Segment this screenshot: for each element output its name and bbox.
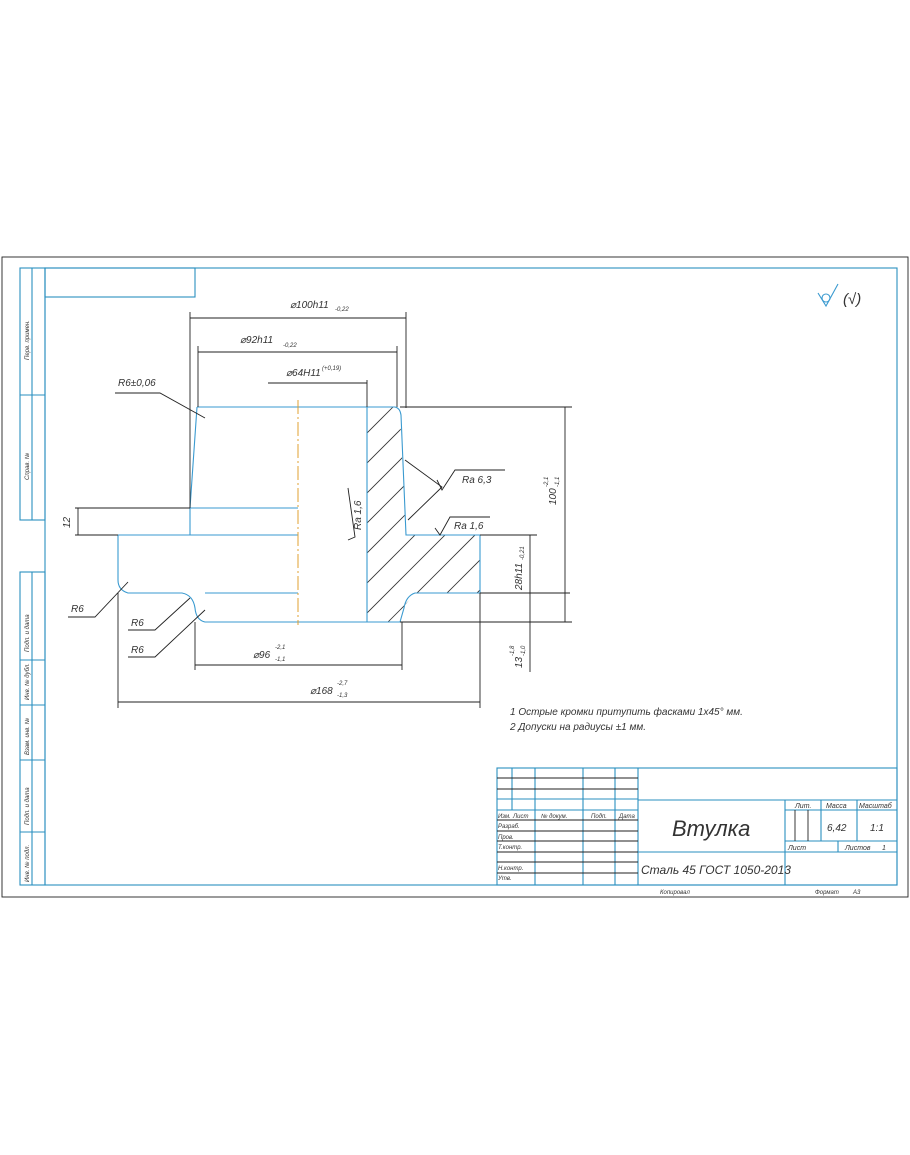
svg-text:-1,0: -1,0	[521, 645, 527, 656]
side-label-vzam-inv: Взам. инв. №	[24, 717, 31, 755]
dim-r6-c: R6	[131, 645, 144, 656]
sheet-border	[1, 256, 909, 898]
side-label-inv-dubl: Инв. № дубл.	[24, 663, 31, 700]
dim-d168: ⌀168 -2,7 -1,3	[310, 681, 348, 699]
svg-text:-1,8: -1,8	[510, 645, 516, 656]
dim-r6-a: R6	[71, 604, 84, 615]
dimension-lines	[68, 312, 572, 708]
part-title: Втулка	[672, 816, 750, 841]
roughness-ra16-bore: Ra 1,6	[353, 500, 364, 530]
tb-lit-label: Лит.	[794, 803, 811, 810]
side-label-inv-podl: Инв. № подл.	[24, 845, 31, 882]
dim-r6-b: R6	[131, 618, 144, 629]
svg-text:-2,7: -2,7	[337, 681, 348, 687]
side-column: Перв. примен. Справ. № Подп. и дата Инв.…	[19, 267, 46, 886]
roughness-general-symbol: (√)	[817, 283, 861, 308]
dim-d64: ⌀64H11	[286, 368, 321, 379]
tb-scale-value: 1:1	[870, 823, 884, 834]
tb-razrab: Разраб.	[498, 824, 520, 830]
tb-mass-value: 6,42	[827, 823, 847, 834]
tb-sheet-label: Лист	[787, 845, 806, 852]
svg-text:-1,3: -1,3	[337, 693, 348, 699]
dim-h13: 13 -1,8 -1,0	[510, 645, 527, 668]
roughness-ra63: Ra 6,3	[462, 475, 492, 486]
side-label-sprav: Справ. №	[24, 452, 31, 480]
svg-text:-1,1: -1,1	[275, 657, 285, 663]
copied-label: Копировал	[660, 890, 690, 896]
part-section	[117, 400, 481, 625]
tb-mass-label: Масса	[826, 803, 847, 810]
roughness-ra16-flange: Ra 1,6	[454, 521, 484, 532]
title-block	[496, 767, 898, 886]
dim-d100: ⌀100h11	[290, 300, 329, 311]
tb-izm: Изм.	[498, 814, 511, 820]
svg-text:-2,1: -2,1	[275, 645, 285, 651]
svg-text:28h11: 28h11	[514, 563, 525, 591]
tb-sign: Подп.	[591, 814, 607, 820]
dim-h12: 12	[62, 516, 73, 528]
top-left-box	[44, 267, 196, 298]
svg-text:⌀96: ⌀96	[253, 650, 271, 661]
format-value: A3	[852, 890, 861, 896]
dim-r6-tol: R6±0,06	[118, 378, 156, 389]
side-label-perv-primen: Перв. примен.	[25, 320, 31, 360]
dim-h100: 100 -2,1 -1,1	[544, 477, 561, 505]
side-label-podp-data-2: Подп. и дата	[25, 787, 31, 825]
part-material: Сталь 45 ГОСТ 1050-2013	[641, 863, 791, 877]
dim-d96: ⌀96 -2,1 -1,1	[253, 645, 285, 663]
dim-d64-tol: (+0,19)	[322, 366, 341, 372]
dim-d92: ⌀92h11	[240, 335, 273, 346]
svg-text:(√): (√)	[843, 291, 861, 308]
tb-prov: Пров.	[498, 835, 514, 841]
technical-note-1: 1 Острые кромки притупить фасками 1х45° …	[510, 706, 743, 718]
dim-d92-tol: -0,22	[283, 343, 297, 349]
tb-doc: № докум.	[541, 813, 567, 820]
dim-h28: 28h11 -0,21	[514, 546, 526, 591]
svg-text:-1,1: -1,1	[555, 477, 561, 487]
tb-scale-label: Масштаб	[859, 802, 893, 810]
tb-sheets-value: 1	[882, 845, 886, 852]
svg-text:⌀168: ⌀168	[310, 686, 333, 697]
technical-note-2: 2 Допуски на радиусы ±1 мм.	[509, 722, 646, 733]
svg-text:100: 100	[548, 488, 559, 505]
dim-d100-tol: -0,22	[335, 307, 349, 313]
tb-utv: Утв.	[497, 876, 512, 882]
svg-text:-0,21: -0,21	[520, 546, 526, 560]
tb-sheets-label: Листов	[844, 845, 871, 852]
format-label: Формат	[815, 890, 839, 896]
tb-nkontr: Н.контр.	[498, 866, 523, 872]
side-label-podp-data-1: Подп. и дата	[25, 614, 31, 652]
svg-text:-2,1: -2,1	[544, 477, 550, 487]
tb-tkontr: Т.контр.	[498, 845, 522, 851]
svg-text:13: 13	[514, 656, 525, 668]
tb-list: Лист	[512, 814, 528, 820]
tb-date: Дата	[618, 814, 635, 820]
